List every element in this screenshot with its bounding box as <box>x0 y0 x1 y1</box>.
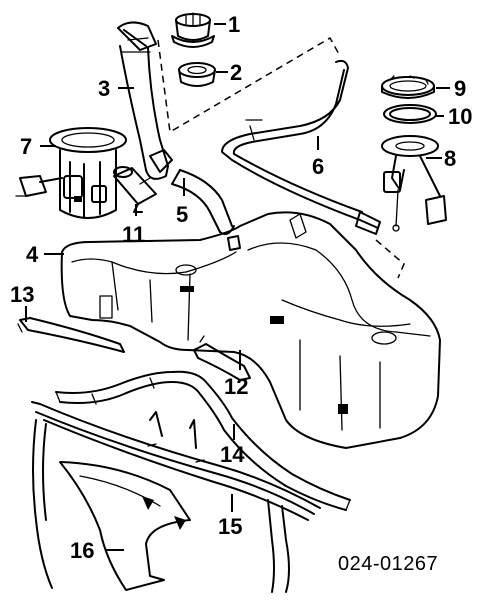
callout-10: 10 <box>448 104 472 129</box>
tank-strap-left-part <box>17 317 125 353</box>
fuel-cap-part <box>171 12 215 48</box>
fuel-brake-lines-part <box>31 401 321 593</box>
callout-7: 7 <box>20 134 32 159</box>
fuel-pump-assembly-part <box>15 127 127 219</box>
callout-6: 6 <box>312 154 324 179</box>
callout-11: 11 <box>122 222 145 247</box>
callout-16: 16 <box>70 538 94 563</box>
sender-lock-ring-part <box>381 75 435 99</box>
callout-labels: 1 2 3 4 5 6 7 8 9 10 11 12 13 14 15 16 <box>10 12 472 563</box>
fuel-tank-part <box>60 211 441 449</box>
callout-9: 9 <box>454 76 466 101</box>
splash-guard-part <box>59 461 191 591</box>
callout-3: 3 <box>98 76 110 101</box>
fuel-level-sender-part <box>381 135 447 232</box>
tank-strap-right-part <box>193 335 251 381</box>
filler-hose-part <box>171 169 235 235</box>
callout-12: 12 <box>224 374 248 399</box>
callout-1: 1 <box>228 12 240 37</box>
callout-4: 4 <box>26 242 39 267</box>
sender-seal-part <box>383 104 437 124</box>
callout-8: 8 <box>444 146 456 171</box>
diagram-reference-code: 024-01267 <box>338 553 438 575</box>
filler-retaining-ring-part <box>178 62 216 87</box>
heat-shield-part <box>55 370 351 511</box>
assembly-guide-line-right <box>375 239 405 279</box>
callout-14: 14 <box>220 442 245 467</box>
assembly-guide-line <box>157 36 341 134</box>
callout-13: 13 <box>10 282 34 307</box>
filler-neck-part <box>117 21 173 180</box>
callout-5: 5 <box>176 202 188 227</box>
callout-2: 2 <box>230 60 242 85</box>
callout-15: 15 <box>218 514 242 539</box>
leader-lines <box>25 23 450 551</box>
vent-line-part <box>221 59 381 235</box>
